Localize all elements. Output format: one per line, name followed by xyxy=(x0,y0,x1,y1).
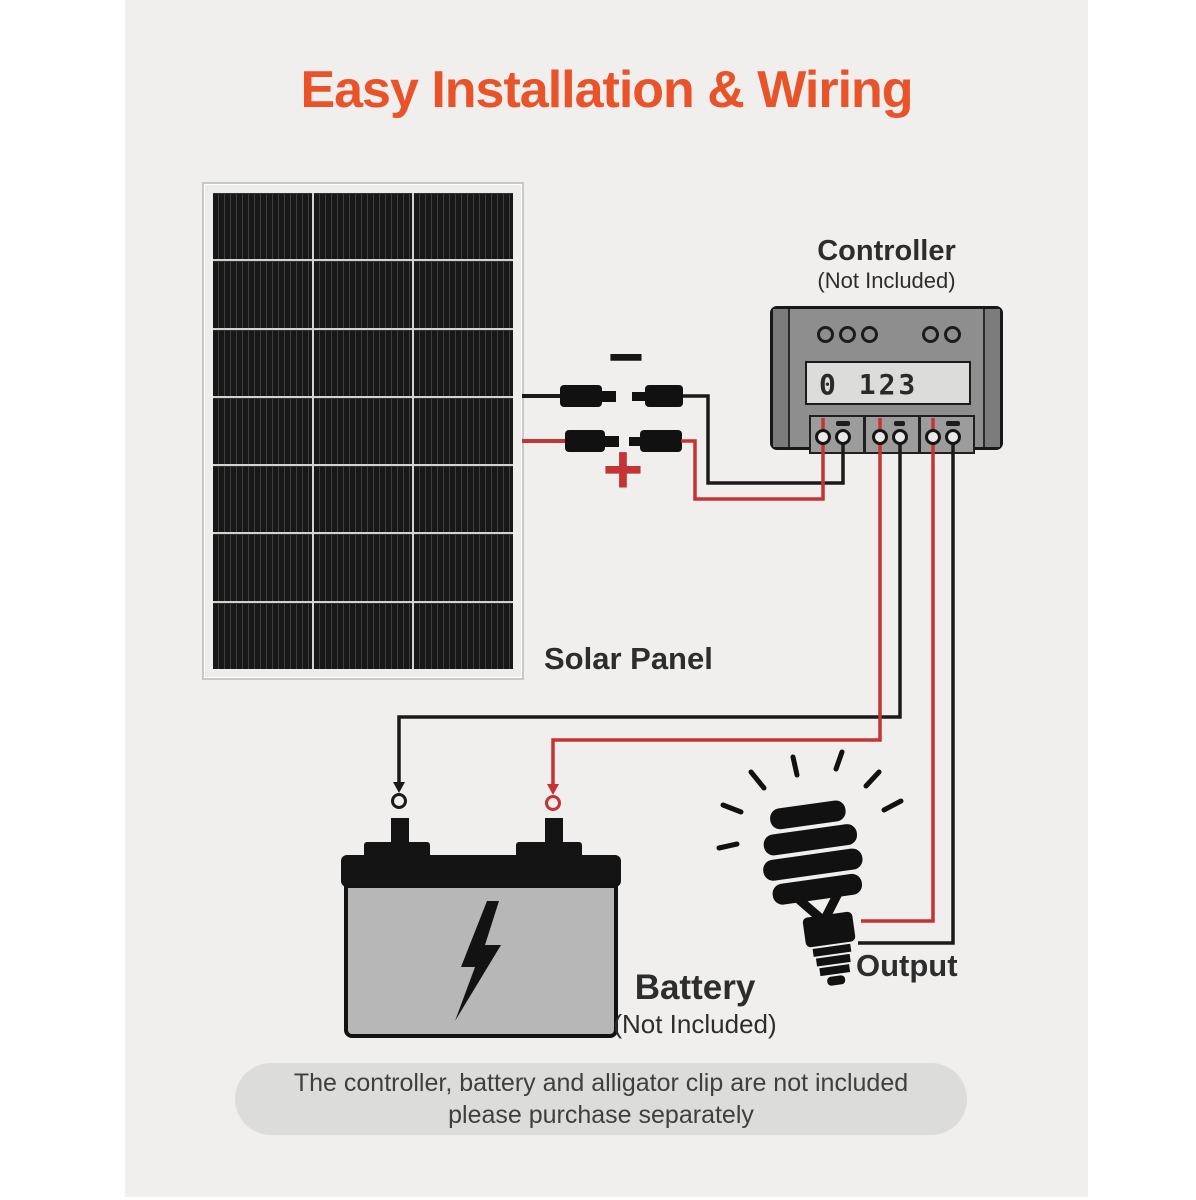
solar-cell xyxy=(313,602,413,669)
solar-cell xyxy=(414,466,513,533)
solar-cell xyxy=(414,534,513,601)
lightning-bolt-icon xyxy=(455,901,501,1021)
output-label: Output xyxy=(856,948,958,983)
minus-symbol: − xyxy=(607,323,645,392)
solar-panel-label: Solar Panel xyxy=(544,641,713,676)
battery-cap xyxy=(341,855,621,887)
solar-cell xyxy=(313,397,413,465)
controller-side-strip xyxy=(983,309,1000,447)
solar-cell xyxy=(213,329,312,396)
indicator-led-icon xyxy=(839,326,856,343)
page-title: Easy Installation & Wiring xyxy=(300,61,913,119)
solar-cell xyxy=(213,534,312,601)
solar-cell xyxy=(414,397,513,465)
solar-cell xyxy=(213,261,312,328)
battery xyxy=(344,884,618,1038)
solar-cell xyxy=(414,261,513,328)
disclaimer-note: The controller, battery and alligator cl… xyxy=(235,1063,967,1135)
plus-symbol: + xyxy=(602,430,644,508)
solar-cell xyxy=(213,466,312,533)
solar-cell xyxy=(313,466,413,533)
controller-lcd-display: 0 123 xyxy=(805,361,971,405)
note-line2: please purchase separately xyxy=(448,1101,754,1129)
controller-side-strip xyxy=(773,309,790,447)
solar-cell xyxy=(414,329,513,396)
battery-cap-hump xyxy=(364,842,430,858)
terminal-block-solar xyxy=(809,415,865,454)
solar-cell xyxy=(313,193,413,260)
solar-cell xyxy=(414,193,513,260)
controller-sublabel: (Not Included) xyxy=(817,268,956,294)
charge-controller: 0 123 xyxy=(770,306,1003,454)
indicator-led-icon xyxy=(944,326,961,343)
solar-panel xyxy=(202,182,524,680)
indicator-led-icon xyxy=(922,326,939,343)
controller-caption: Controller (Not Included) xyxy=(770,236,1003,293)
solar-cell xyxy=(414,602,513,669)
solar-cell-grid xyxy=(213,193,513,669)
note-line1: The controller, battery and alligator cl… xyxy=(293,1068,909,1097)
terminal-block-load xyxy=(919,415,975,454)
battery-cap-hump xyxy=(516,842,582,858)
solar-cell xyxy=(213,193,312,260)
battery-label: Battery xyxy=(634,968,756,1007)
terminal-block-battery xyxy=(864,415,920,454)
indicator-led-icon xyxy=(817,326,834,343)
solar-cell xyxy=(313,534,413,601)
solar-cell xyxy=(213,602,312,669)
indicator-led-icon xyxy=(861,326,878,343)
controller-label: Controller xyxy=(817,235,956,267)
battery-sublabel: (Not Included) xyxy=(613,1009,777,1039)
battery-caption: Battery (Not Included) xyxy=(595,970,795,1037)
solar-cell xyxy=(213,397,312,465)
solar-cell xyxy=(313,261,413,328)
solar-cell xyxy=(313,329,413,396)
